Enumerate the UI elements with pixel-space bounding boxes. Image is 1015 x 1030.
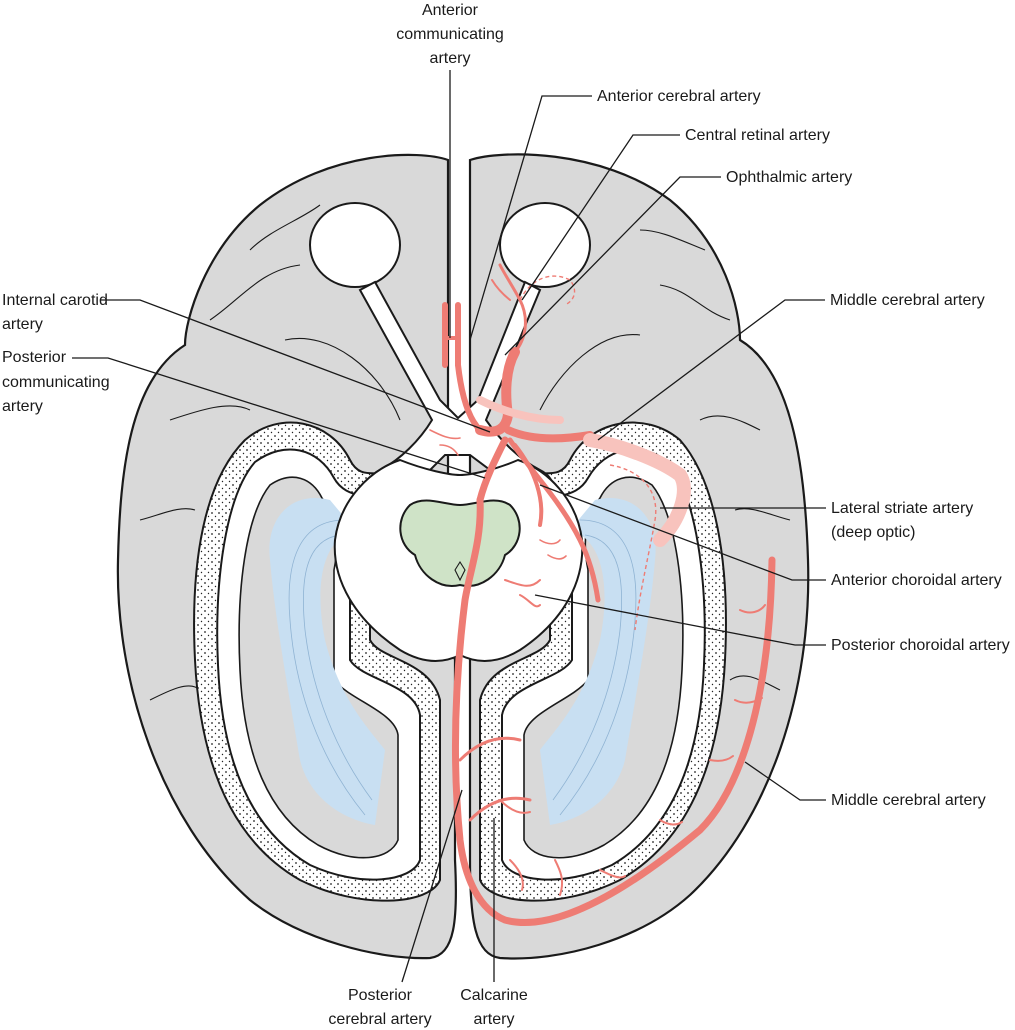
label-middle-cerebral-artery-top: Middle cerebral artery: [597, 292, 985, 441]
central-retinal-artery-dashed: [519, 275, 576, 306]
label-posterior-communicating-artery: Posterior communicating artery: [2, 349, 486, 479]
posterior-cerebral-artery: [451, 496, 776, 926]
label-text: Internal carotid: [2, 292, 108, 309]
label-text: artery: [474, 1011, 515, 1028]
label-lateral-striate-artery: Lateral striate artery (deep optic): [660, 500, 973, 541]
label-text: Ophthalmic artery: [726, 169, 852, 186]
label-internal-carotid-artery: Internal carotid artery: [2, 292, 491, 433]
label-text: Middle cerebral artery: [831, 792, 986, 809]
right-eye: [499, 202, 591, 288]
label-ophthalmic-artery: Ophthalmic artery: [504, 169, 852, 356]
label-text: Posterior choroidal artery: [831, 637, 1010, 654]
label-anterior-communicating-artery: Anterior communicating artery: [396, 2, 504, 338]
middle-cerebral-artery-proximal: [504, 426, 594, 443]
label-posterior-choroidal-artery: Posterior choroidal artery: [534, 594, 1010, 654]
thalamus: [399, 499, 521, 587]
label-text: Middle cerebral artery: [830, 292, 985, 309]
eyes-and-optic-nerves: [309, 202, 591, 507]
label-middle-cerebral-artery-bottom: Middle cerebral artery: [744, 761, 986, 809]
label-anterior-cerebral-artery: Anterior cerebral artery: [469, 88, 761, 341]
label-text: artery: [2, 316, 43, 333]
anterior-cerebral-artery: [442, 302, 461, 368]
left-eye: [309, 202, 401, 288]
left-optic-radiation: [269, 498, 385, 825]
label-text: Lateral striate artery: [831, 500, 973, 517]
label-text: Posterior: [2, 349, 67, 366]
optic-radiations: [269, 498, 656, 825]
label-text: communicating: [2, 374, 110, 391]
label-text: artery: [2, 398, 43, 415]
label-calcarine-artery: Calcarine artery: [460, 818, 528, 1028]
posterior-communicating-artery: [476, 436, 509, 504]
label-text: communicating: [396, 26, 504, 43]
label-text: Anterior cerebral artery: [597, 88, 761, 105]
label-anterior-choroidal-artery: Anterior choroidal artery: [539, 484, 1002, 589]
label-text: Central retinal artery: [685, 127, 830, 144]
label-text: Anterior: [422, 2, 479, 19]
label-text: artery: [430, 50, 471, 67]
label-text: (deep optic): [831, 524, 916, 541]
label-central-retinal-artery: Central retinal artery: [521, 127, 830, 301]
right-optic-radiation: [540, 498, 656, 825]
label-posterior-cerebral-artery: Posterior cerebral artery: [328, 789, 463, 1028]
label-text: Posterior: [348, 987, 413, 1004]
label-text: Calcarine: [460, 987, 528, 1004]
midbrain: [333, 458, 584, 662]
label-text: cerebral artery: [328, 1011, 431, 1028]
label-text: Anterior choroidal artery: [831, 572, 1002, 589]
